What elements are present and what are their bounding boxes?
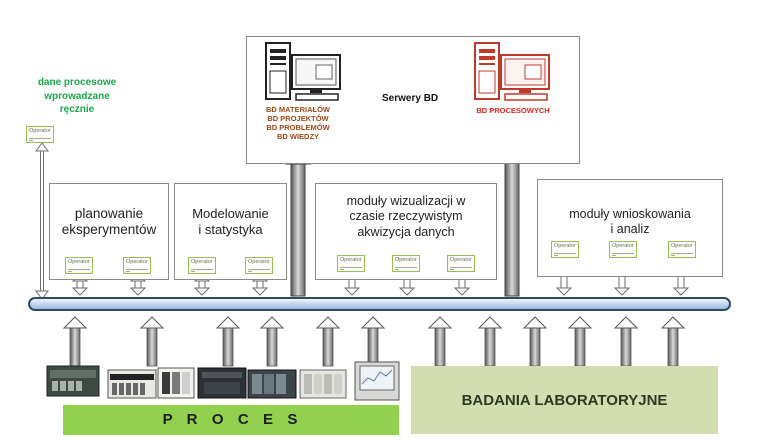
operator-icon[interactable]: Operator — [188, 257, 216, 274]
db-item: BD PROJEKTÓW — [267, 114, 329, 124]
module-title-line: moduły wnioskowania — [569, 207, 691, 221]
controller-rack-icon — [157, 367, 195, 399]
module-modeling: Modelowanie i statystyka Operator Operat… — [174, 183, 287, 280]
server-computer-icon — [265, 42, 341, 101]
module-title-line: Modelowanie — [192, 206, 269, 221]
data-bus — [28, 297, 731, 311]
io-module-icon — [107, 369, 157, 399]
process-up-arrow — [139, 316, 165, 367]
operator-icon[interactable]: Operator — [123, 257, 151, 274]
operator-icon[interactable]: Operator — [668, 241, 696, 258]
operator-icon[interactable]: Operator — [392, 255, 420, 272]
operator-icon[interactable]: Operator — [447, 255, 475, 272]
modular-plc-icon — [247, 369, 297, 399]
operator-icon[interactable]: Operator — [609, 241, 637, 258]
lab-label: BADANIA LABORATORYJNE — [461, 392, 668, 409]
compact-plc-icon — [197, 367, 247, 399]
db-item: BD MATERIAŁÓW — [265, 105, 331, 114]
manual-input-box: dane procesowe wprowadzane ręcznie Opera… — [26, 72, 128, 143]
plc-device-icon — [46, 365, 100, 397]
operator-icon[interactable]: Operator — [245, 257, 273, 274]
module-title-line: planowanie — [74, 206, 144, 221]
manual-input-arrow — [35, 142, 49, 300]
process-label: P R O C E S — [162, 411, 300, 428]
db-item: BD WIEDZY — [276, 132, 320, 142]
module-title-line: moduły wizualizacji w — [346, 194, 466, 208]
process-arrows — [62, 316, 686, 367]
module-title-line: czasie rzeczywistym — [349, 209, 463, 224]
module-inference: moduły wnioskowania i analiz Operator Op… — [537, 179, 723, 277]
operator-icon[interactable]: Operator — [337, 255, 365, 272]
module-visualization: moduły wizualizacji w czasie rzeczywisty… — [315, 183, 497, 280]
operator-icon[interactable]: Operator — [26, 126, 54, 143]
module-title-line: i statystyka — [198, 221, 263, 237]
module-title-line: akwizycja danych — [357, 224, 455, 239]
db-process-label: BD PROCESOWYCH — [476, 106, 550, 115]
process-band: P R O C E S — [63, 405, 399, 435]
db-item: BD PROBLEMÓW — [266, 123, 330, 133]
operator-icon[interactable]: Operator — [65, 257, 93, 274]
db-list: BD MATERIAŁÓW BD PROJEKTÓW BD PROBLEMÓW … — [253, 105, 343, 142]
process-up-arrow — [477, 316, 503, 367]
process-up-arrow — [215, 316, 241, 367]
process-up-arrow — [315, 316, 341, 367]
module-title-line: eksperymentów — [61, 222, 157, 238]
lab-band: BADANIA LABORATORYJNE — [411, 366, 718, 434]
terminal-module-icon — [299, 369, 347, 399]
servers-title: Serwery BD — [382, 93, 439, 104]
process-up-arrow — [62, 316, 88, 367]
module-planning: planowanie eksperymentów Operator Operat… — [49, 183, 169, 280]
process-db-computer-icon — [474, 42, 550, 101]
operator-icon[interactable]: Operator — [551, 241, 579, 258]
recorder-display-icon — [354, 361, 400, 401]
module-title-line: i analiz — [610, 222, 650, 237]
process-up-arrow — [360, 316, 386, 367]
servers-box: Serwery BD BD MATERIAŁÓW BD PROJEKTÓW BD… — [246, 36, 580, 164]
process-up-arrow — [259, 316, 285, 367]
manual-input-label: dane procesowe wprowadzane ręcznie — [37, 77, 117, 115]
